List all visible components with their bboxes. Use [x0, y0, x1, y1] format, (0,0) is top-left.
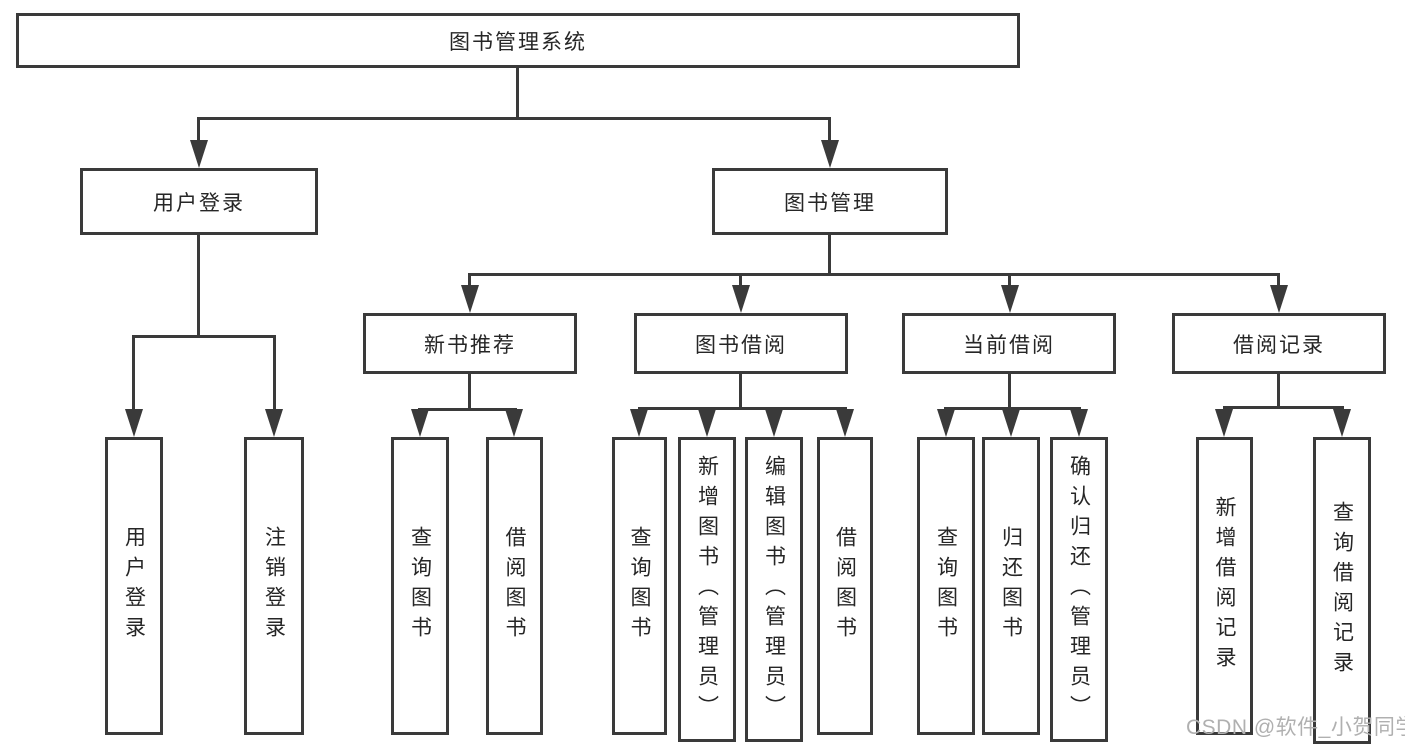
leaf-confirm-return-admin-label: 确认归还（管理员）	[1067, 454, 1091, 725]
arrowhead-icon	[265, 409, 283, 437]
leaf-add-borrow-record: 新增借阅记录	[1196, 437, 1253, 735]
connector	[516, 68, 519, 117]
connector	[1008, 273, 1011, 287]
leaf-logout: 注销登录	[244, 437, 304, 735]
connector	[1277, 374, 1280, 406]
connector	[468, 273, 471, 287]
arrowhead-icon	[698, 409, 716, 437]
leaf-borrow-books-borrowing-label: 借阅图书	[833, 526, 857, 646]
leaf-return-books: 归还图书	[982, 437, 1040, 735]
arrowhead-icon	[190, 140, 208, 168]
leaf-query-books-current-label: 查询图书	[934, 526, 958, 646]
leaf-edit-books-admin: 编辑图书（管理员）	[745, 437, 803, 742]
connector	[197, 117, 200, 142]
arrowhead-icon	[1333, 409, 1351, 437]
connector	[1223, 406, 1344, 409]
connector	[739, 374, 742, 407]
leaf-add-books-admin-label: 新增图书（管理员）	[695, 454, 719, 725]
node-current-borrowing-label: 当前借阅	[963, 333, 1055, 357]
node-borrowing-records: 借阅记录	[1172, 313, 1386, 374]
leaf-query-borrow-record: 查询借阅记录	[1313, 437, 1371, 744]
node-library-management-system: 图书管理系统	[16, 13, 1020, 68]
connector	[468, 273, 1280, 276]
connector	[418, 408, 517, 411]
node-user-login: 用户登录	[80, 168, 318, 235]
node-book-management-label: 图书管理	[784, 191, 876, 215]
connector	[638, 407, 847, 410]
connector	[1008, 374, 1011, 407]
leaf-add-borrow-record-label: 新增借阅记录	[1213, 496, 1236, 676]
arrowhead-icon	[630, 409, 648, 437]
arrowhead-icon	[125, 409, 143, 437]
arrowhead-icon	[1001, 285, 1019, 313]
connector	[828, 117, 831, 142]
node-current-borrowing: 当前借阅	[902, 313, 1116, 374]
leaf-return-books-label: 归还图书	[999, 526, 1023, 646]
connector	[132, 335, 135, 411]
leaf-edit-books-admin-label: 编辑图书（管理员）	[762, 454, 786, 725]
leaf-query-books-borrowing-label: 查询图书	[628, 526, 651, 646]
leaf-query-books-current: 查询图书	[917, 437, 975, 735]
leaf-query-borrow-record-label: 查询借阅记录	[1330, 500, 1354, 681]
arrowhead-icon	[836, 409, 854, 437]
leaf-borrow-books-recommend-label: 借阅图书	[503, 526, 526, 646]
arrowhead-icon	[411, 409, 429, 437]
arrowhead-icon	[461, 285, 479, 313]
arrowhead-icon	[1215, 409, 1233, 437]
arrowhead-icon	[1270, 285, 1288, 313]
leaf-query-books-recommend: 查询图书	[391, 437, 449, 735]
node-book-management: 图书管理	[712, 168, 948, 235]
leaf-logout-label: 注销登录	[262, 526, 286, 646]
leaf-user-login-label: 用户登录	[122, 526, 146, 646]
leaf-query-books-borrowing: 查询图书	[612, 437, 667, 735]
leaf-add-books-admin: 新增图书（管理员）	[678, 437, 736, 742]
connector	[197, 117, 831, 120]
connector	[828, 235, 831, 273]
arrowhead-icon	[821, 140, 839, 168]
connector	[944, 407, 1081, 410]
leaf-borrow-books-borrowing: 借阅图书	[817, 437, 873, 735]
leaf-user-login: 用户登录	[105, 437, 163, 735]
node-new-book-recommend-label: 新书推荐	[424, 333, 516, 357]
arrowhead-icon	[937, 409, 955, 437]
node-borrowing-records-label: 借阅记录	[1233, 333, 1325, 357]
arrowhead-icon	[1070, 409, 1088, 437]
arrowhead-icon	[732, 285, 750, 313]
node-user-login-label: 用户登录	[153, 191, 245, 215]
connector	[739, 273, 742, 287]
leaf-borrow-books-recommend: 借阅图书	[486, 437, 543, 735]
node-new-book-recommend: 新书推荐	[363, 313, 577, 374]
connector	[468, 374, 471, 408]
connector	[273, 335, 276, 411]
arrowhead-icon	[1002, 409, 1020, 437]
connector	[197, 235, 200, 335]
node-book-borrowing-label: 图书借阅	[695, 333, 787, 357]
csdn-watermark: CSDN @软件_小贺同学	[1186, 716, 1405, 739]
arrowhead-icon	[765, 409, 783, 437]
connector	[132, 335, 276, 338]
node-book-borrowing: 图书借阅	[634, 313, 848, 374]
node-library-management-system-label: 图书管理系统	[449, 30, 587, 54]
connector	[1277, 273, 1280, 287]
leaf-confirm-return-admin: 确认归还（管理员）	[1050, 437, 1108, 742]
arrowhead-icon	[505, 409, 523, 437]
leaf-query-books-recommend-label: 查询图书	[408, 526, 432, 646]
